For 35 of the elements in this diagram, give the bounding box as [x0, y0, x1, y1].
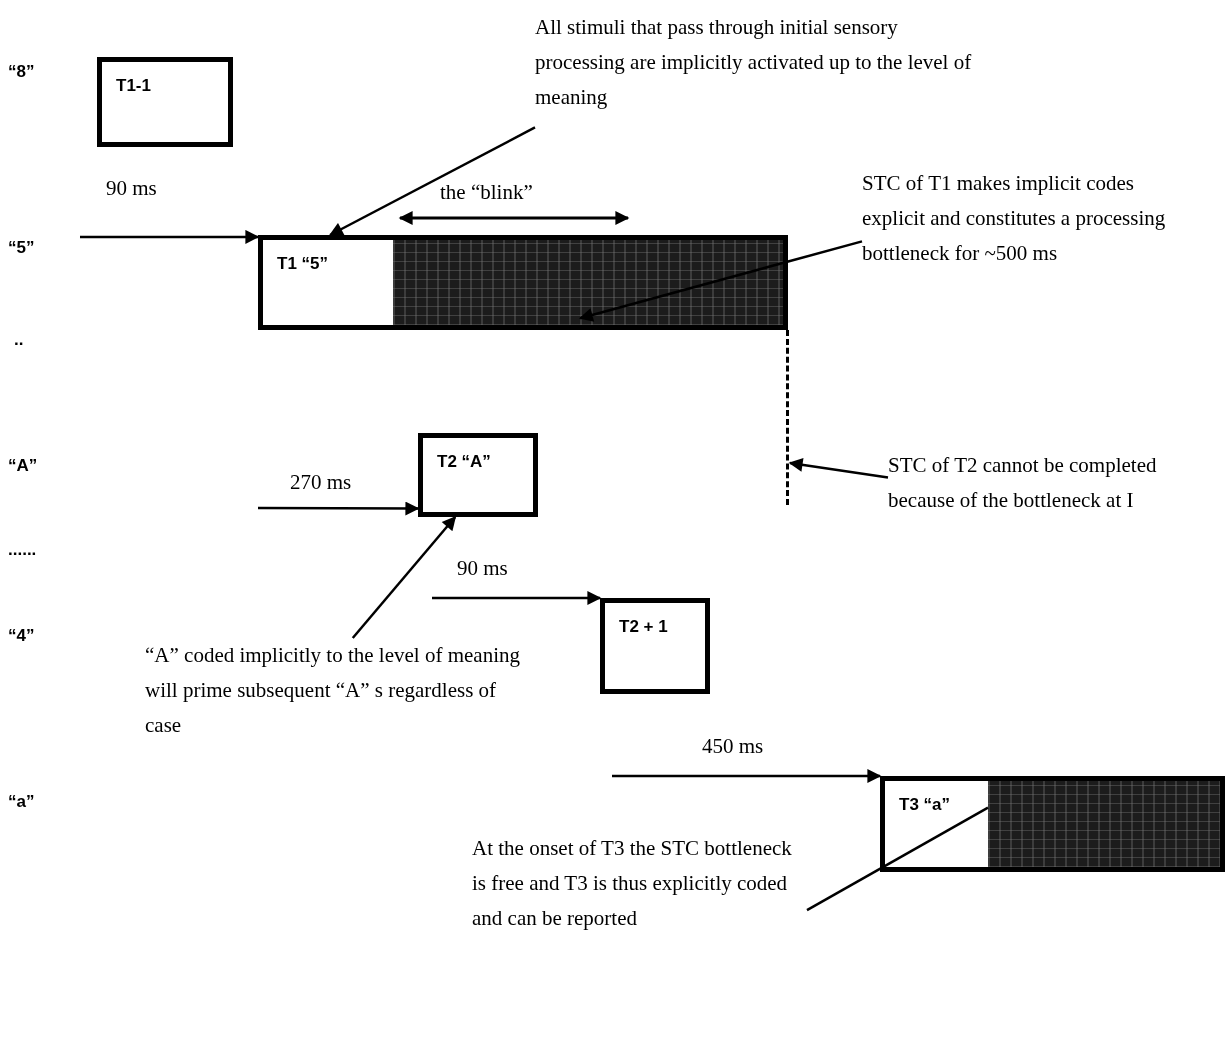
stimulus-box: [880, 776, 1225, 872]
stimulus-box: [418, 433, 538, 517]
annotation-text: “A” coded implicitly to the level of meaning will prime subsequent “A” s regardless of case: [145, 638, 520, 743]
stimulus-label: “4”: [8, 626, 35, 646]
stimulus-label: “5”: [8, 238, 35, 258]
stimulus-label: “a”: [8, 792, 35, 812]
stimulus-label: “8”: [8, 62, 35, 82]
annotation-text: STC of T1 makes implicit codes explicit and constitutes a processing bottleneck for ~500 ms: [862, 166, 1202, 271]
blink-label: the “blink”: [440, 180, 533, 205]
ellipsis: ......: [8, 540, 37, 560]
box-label: T3 “a”: [899, 795, 951, 815]
stimulus-box: [258, 235, 788, 330]
pointer-arrow: [328, 126, 536, 237]
box-label: T1-1: [116, 76, 151, 96]
box-label: T2 “A”: [437, 452, 491, 472]
timing-arrow: [80, 229, 260, 244]
box-label: T1 “5”: [277, 254, 329, 274]
pointer-arrow: [788, 457, 889, 479]
timing-arrow: [258, 501, 420, 516]
dashed-line: [786, 330, 790, 505]
masking-bar: [988, 781, 1220, 867]
pointer-arrow: [351, 515, 457, 639]
ellipsis: ..: [14, 330, 24, 350]
stimulus-box: [97, 57, 233, 147]
masking-bar: [393, 240, 783, 325]
box-label: T2 + 1: [619, 617, 668, 637]
pointer-arrow: [578, 240, 863, 322]
annotation-text: STC of T2 cannot be completed because of the bottleneck at I: [888, 448, 1188, 518]
leader-line: [806, 806, 989, 912]
annotation-text: At the onset of T3 the STC bottleneck is free and T3 is thus explicitly coded and can be reported: [472, 831, 807, 936]
timing-arrow: [612, 769, 882, 783]
annotation-text: All stimuli that pass through initial sensory processing are implicitly activated up to the level of meaning: [535, 10, 975, 115]
stimulus-box: [600, 598, 710, 694]
timing-arrow: [432, 591, 602, 605]
stimulus-label: “A”: [8, 456, 38, 476]
